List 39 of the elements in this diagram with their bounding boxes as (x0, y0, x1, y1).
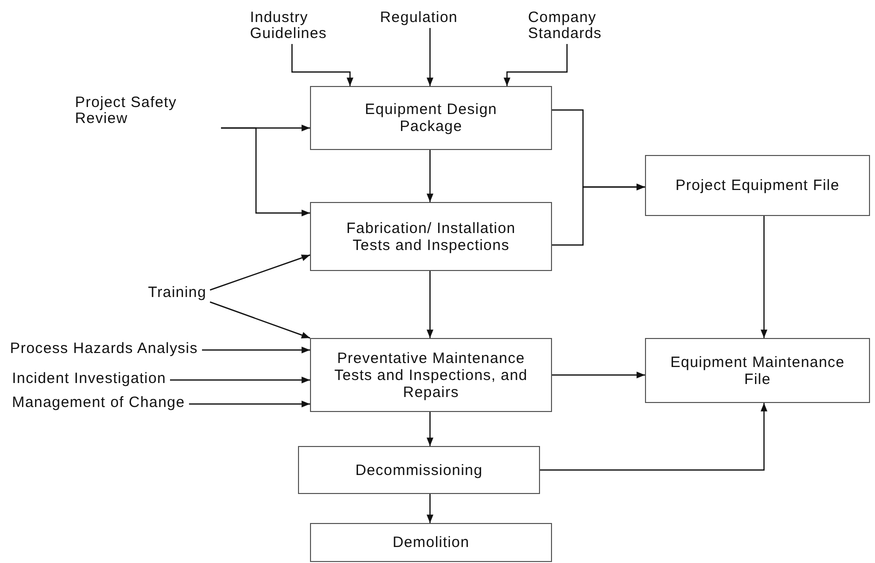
process-box (310, 338, 552, 412)
process-box (298, 446, 540, 494)
arrow (291, 44, 354, 86)
arrow (426, 271, 434, 338)
arrow (210, 254, 310, 291)
box-label: Preventative Maintenance Tests and Inspections, and Repairs (333, 350, 529, 400)
arrow (760, 216, 768, 338)
arrow (426, 28, 434, 86)
arrow (540, 403, 768, 471)
process-box (310, 202, 552, 271)
arrow (210, 301, 310, 339)
process-box (645, 338, 870, 403)
box-label: Fabrication/ Installation Tests and Inspections (345, 220, 517, 254)
arrow (189, 400, 310, 408)
arrow (426, 150, 434, 202)
box-label: Project Equipment File (675, 177, 840, 194)
arrow (221, 127, 310, 216)
process-box (310, 86, 552, 150)
arrow (202, 346, 310, 354)
box-label: Demolition (392, 534, 470, 551)
box-label: Equipment Maintenance File (669, 354, 846, 388)
input-label: Process Hazards Analysis (10, 341, 198, 357)
input-label: Project Safety Review (75, 95, 178, 127)
process-box (310, 523, 552, 562)
input-label: Company Standards (528, 10, 603, 42)
input-label: Management of Change (12, 395, 185, 411)
input-label: Training (148, 285, 206, 301)
arrow (426, 494, 434, 523)
arrow (552, 372, 645, 378)
arrow (552, 184, 645, 246)
input-label: Industry Guidelines (250, 10, 328, 42)
arrow (170, 376, 310, 384)
arrow (426, 412, 434, 446)
input-label: Regulation (380, 10, 458, 26)
box-label: Equipment Design Package (364, 101, 498, 135)
input-label: Incident Investigation (12, 371, 166, 387)
arrow (504, 44, 568, 86)
box-label: Decommissioning (355, 462, 483, 478)
process-box (645, 155, 870, 216)
